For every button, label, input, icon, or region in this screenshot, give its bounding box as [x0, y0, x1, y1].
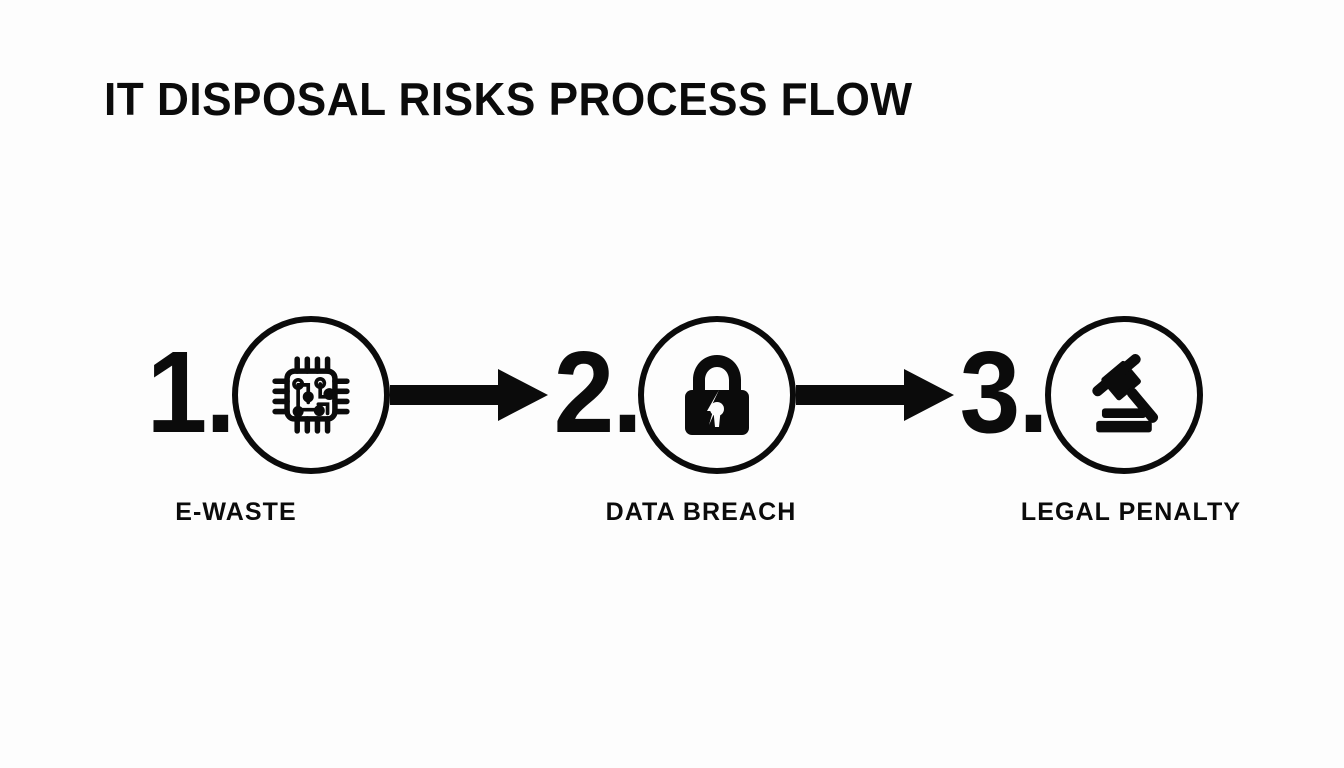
- flow-connector-2: [796, 367, 955, 423]
- step-3-label: LEGAL PENALTY: [1020, 498, 1242, 526]
- step-2-circle: [638, 316, 797, 474]
- microchip-icon: [265, 349, 357, 441]
- flow-step-1[interactable]: 1.: [141, 316, 390, 474]
- step-1-circle: [231, 316, 390, 474]
- step-2-label: DATA BREACH: [605, 498, 797, 526]
- gavel-icon: [1076, 349, 1172, 441]
- step-labels: E-WASTE DATA BREACH LEGAL PENALTY: [0, 495, 1344, 541]
- process-flow-row: 1.: [0, 300, 1344, 490]
- step-3-circle: [1045, 316, 1204, 474]
- page-title: IT DISPOSAL RISKS PROCESS FLOW: [104, 73, 913, 125]
- step-2-number: 2.: [553, 327, 642, 457]
- flow-step-3[interactable]: 3.: [954, 316, 1204, 474]
- arrow-right-icon: [796, 367, 955, 423]
- step-1-number: 1.: [146, 327, 235, 457]
- arrow-right-icon: [389, 367, 548, 423]
- flow-connector-1: [389, 367, 548, 423]
- flow-step-2[interactable]: 2.: [548, 316, 797, 474]
- broken-padlock-icon: [673, 349, 761, 441]
- step-1-label: E-WASTE: [175, 498, 297, 526]
- step-3-number: 3.: [959, 327, 1049, 457]
